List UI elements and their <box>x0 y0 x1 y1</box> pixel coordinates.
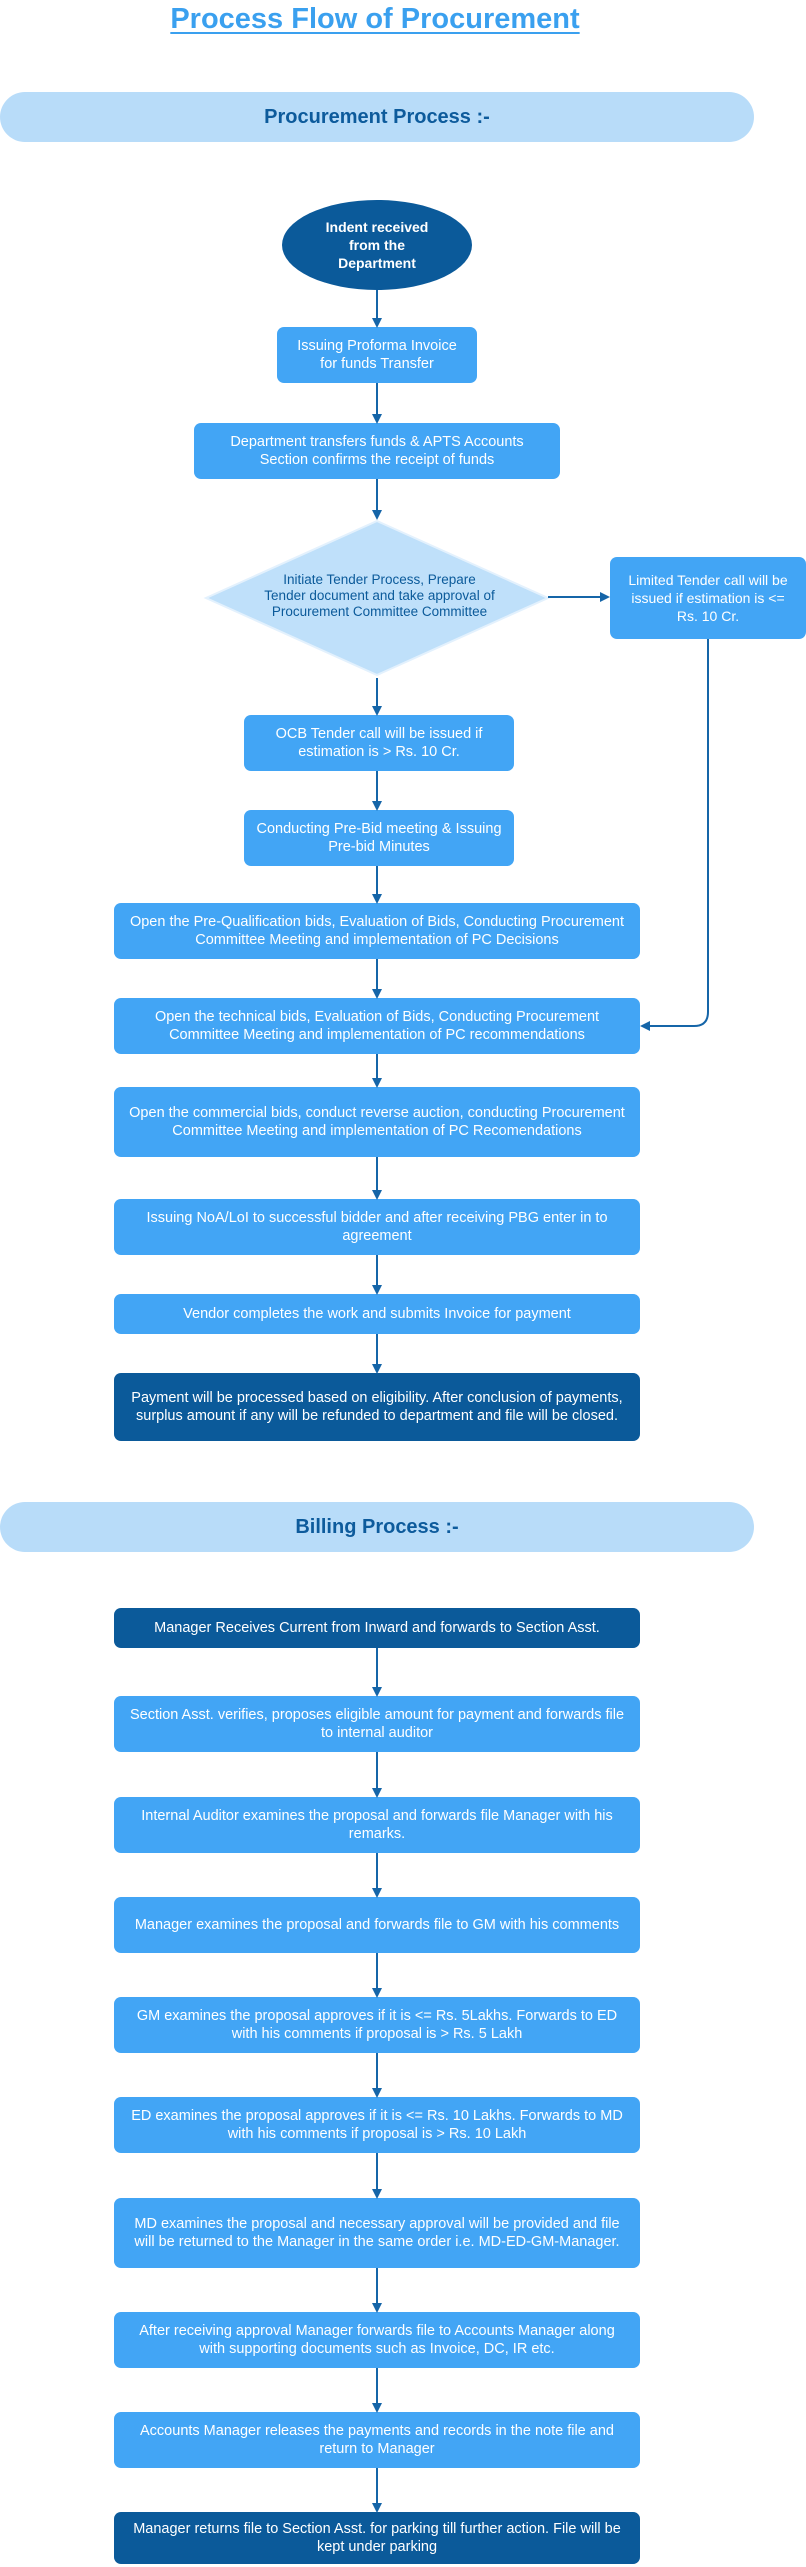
billing-step: Internal Auditor examines the proposal a… <box>114 1797 640 1853</box>
step-funds-transfer: Department transfers funds & APTS Accoun… <box>194 423 560 479</box>
step-noa-loi: Issuing NoA/LoI to successful bidder and… <box>114 1199 640 1255</box>
billing-step: GM examines the proposal approves if it … <box>114 1997 640 2053</box>
billing-step: Accounts Manager releases the payments a… <box>114 2412 640 2468</box>
step-prebid-meeting: Conducting Pre-Bid meeting & Issuing Pre… <box>244 810 514 866</box>
step-ocb-tender: OCB Tender call will be issued if estima… <box>244 715 514 771</box>
billing-step: Section Asst. verifies, proposes eligibl… <box>114 1696 640 1752</box>
decision-label: Initiate Tender Process, Prepare Tender … <box>264 571 495 619</box>
billing-step: Manager examines the proposal and forwar… <box>114 1897 640 1953</box>
start-node-label: Indent received from the Department <box>325 219 429 271</box>
step-prequalification-bids: Open the Pre-Qualification bids, Evaluat… <box>114 903 640 959</box>
billing-heading: Billing Process :- <box>295 1515 459 1538</box>
procurement-section-header: Procurement Process :- <box>0 92 754 142</box>
billing-step: MD examines the proposal and necessary a… <box>114 2198 640 2268</box>
step-payment-processing: Payment will be processed based on eligi… <box>114 1373 640 1441</box>
step-commercial-bids: Open the commercial bids, conduct revers… <box>114 1087 640 1157</box>
step-technical-bids: Open the technical bids, Evaluation of B… <box>114 998 640 1054</box>
start-node-indent-received: Indent received from the Department <box>282 200 472 290</box>
billing-step: After receiving approval Manager forward… <box>114 2312 640 2368</box>
step-proforma-invoice: Issuing Proforma Invoice for funds Trans… <box>277 327 477 383</box>
procurement-heading: Procurement Process :- <box>264 105 490 128</box>
step-vendor-invoice: Vendor completes the work and submits In… <box>114 1294 640 1334</box>
billing-step: ED examines the proposal approves if it … <box>114 2097 640 2153</box>
arrow-limited-to-technical <box>640 639 709 1031</box>
decision-initiate-tender: Initiate Tender Process, Prepare Tender … <box>202 518 552 678</box>
billing-step: Manager Receives Current from Inward and… <box>114 1608 640 1648</box>
step-limited-tender: Limited Tender call will be issued if es… <box>610 557 806 639</box>
decision-diamond-shape <box>203 519 551 677</box>
billing-section-header: Billing Process :- <box>0 1502 754 1552</box>
billing-step: Manager returns file to Section Asst. fo… <box>114 2512 640 2564</box>
page-title: Process Flow of Procurement <box>170 3 580 35</box>
